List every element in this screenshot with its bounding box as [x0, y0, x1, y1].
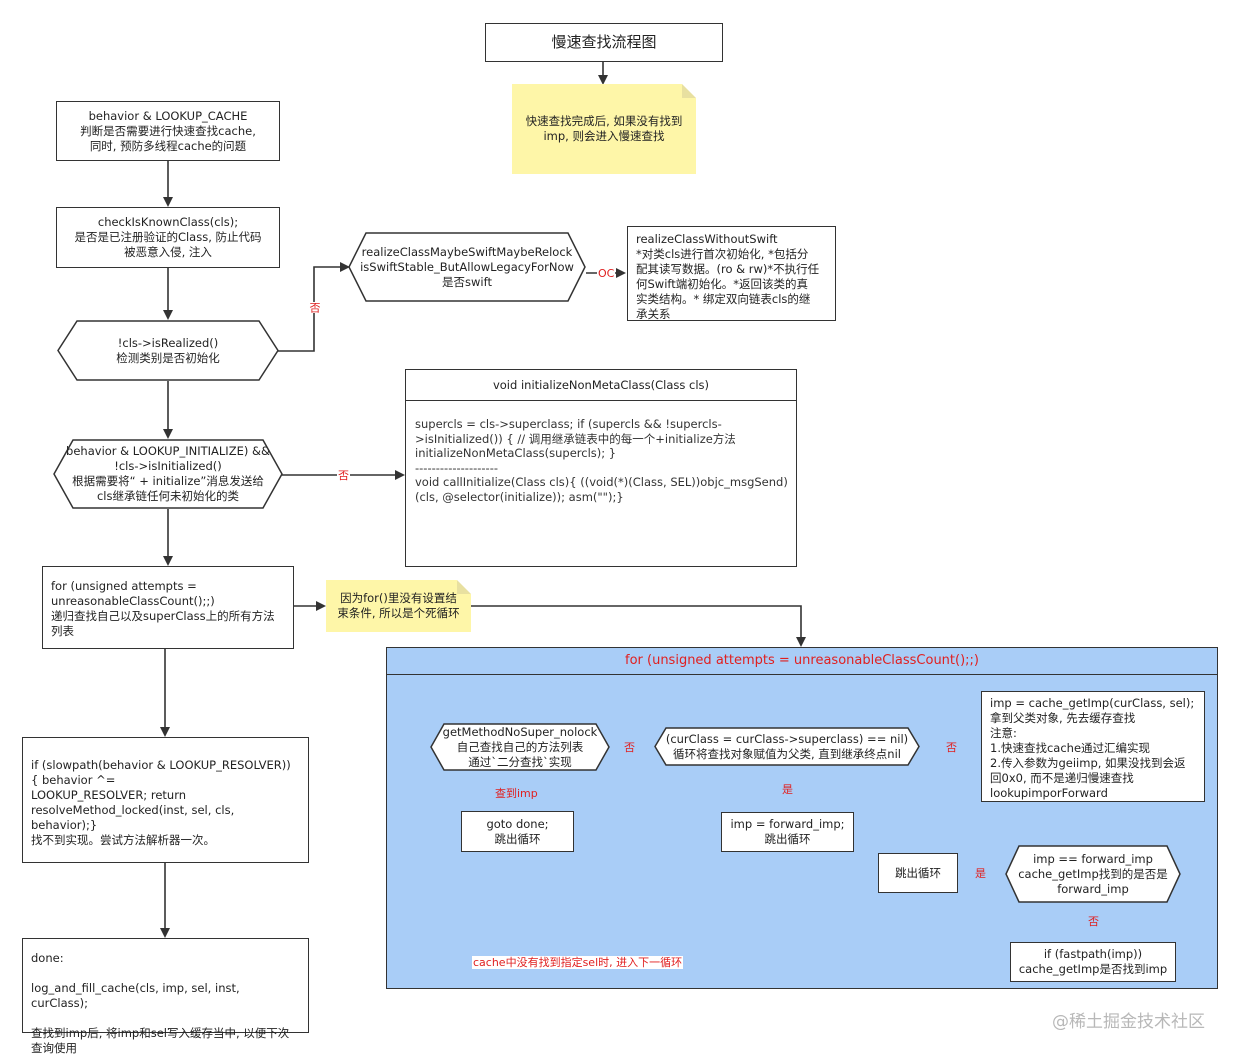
- box-goto-done-text: goto done; 跳出循环: [486, 816, 549, 846]
- hex-shape: [430, 723, 610, 771]
- box-goto-done: goto done; 跳出循环: [461, 811, 574, 852]
- box-check-known-text: checkIsKnownClass(cls); 是否是已注册验证的Class, …: [74, 215, 262, 259]
- label-found-imp: 查到imp: [494, 787, 539, 800]
- label-oc: OC: [597, 267, 616, 280]
- hex-superclass-text: (curClass = curClass->superclass) == nil…: [665, 731, 909, 761]
- loop-container-title: for (unsigned attempts = unreasonableCla…: [386, 647, 1218, 675]
- box-done-text: done: log_and_fill_cache(cls, imp, sel, …: [31, 951, 290, 1055]
- code-box-header: void initializeNonMetaClass(Class cls): [406, 370, 796, 401]
- box-check-known-class: checkIsKnownClass(cls); 是否是已注册验证的Class, …: [56, 207, 280, 268]
- box-realize-text: realizeClassWithoutSwift *对类cls进行首次初始化, …: [636, 232, 820, 321]
- box-done: done: log_and_fill_cache(cls, imp, sel, …: [22, 938, 309, 1055]
- box-break-loop-text: 跳出循环: [895, 865, 941, 880]
- hex-initialize: behavior & LOOKUP_INITIALIZE) && !cls->i…: [53, 439, 283, 509]
- hex-get-method: getMethodNoSuper_nolock 自己查找自己的方法列表 通过`二…: [430, 723, 610, 771]
- hex-superclass: (curClass = curClass->superclass) == nil…: [654, 727, 920, 766]
- hex-shape: [654, 727, 920, 766]
- box-resolver-text: if (slowpath(behavior & LOOKUP_RESOLVER)…: [31, 758, 291, 847]
- note-fold: [682, 84, 696, 98]
- hex-shape: [57, 320, 279, 381]
- label-yes-superclass: 是: [781, 783, 794, 796]
- flowchart-title-text: 慢速查找流程图: [551, 33, 657, 51]
- hex-forward-check-text: imp == forward_imp cache_getImp找到的是否是 fo…: [1018, 851, 1168, 896]
- flowchart-title: 慢速查找流程图: [485, 23, 723, 62]
- label-no-realized: 否: [307, 302, 322, 313]
- hex-shape: [348, 232, 586, 302]
- hex-forward-check: imp == forward_imp cache_getImp找到的是否是 fo…: [1005, 845, 1181, 903]
- label-no-initialized: 否: [337, 469, 350, 482]
- note-infinite-loop: 因为for()里没有设置结 束条件, 所以是个死循环: [326, 580, 471, 632]
- hex-shape: [53, 439, 283, 509]
- hex-swift-text: realizeClassMaybeSwiftMaybeRelock isSwif…: [360, 244, 574, 289]
- hex-shape: [1005, 845, 1181, 903]
- label-no-method: 否: [623, 741, 636, 754]
- box-for-loop: for (unsigned attempts = unreasonableCla…: [42, 566, 294, 649]
- box-cache-getimp: imp = cache_getImp(curClass, sel); 拿到父类对…: [981, 691, 1205, 802]
- label-next-loop: cache中没有找到指定sel时, 进入下一循环: [472, 956, 684, 969]
- box-fastpath-text: if (fastpath(imp)) cache_getImp是否找到imp: [1018, 947, 1168, 976]
- note-fold: [457, 580, 471, 594]
- note-top-text: 快速查找完成后, 如果没有找到 imp, 则会进入慢速查找: [525, 114, 683, 143]
- label-no-superclass: 否: [945, 741, 958, 754]
- code-box-initialize: void initializeNonMetaClass(Class cls) s…: [405, 369, 797, 567]
- hex-get-method-text: getMethodNoSuper_nolock 自己查找自己的方法列表 通过`二…: [442, 724, 598, 769]
- box-realize-without-swift: realizeClassWithoutSwift *对类cls进行首次初始化, …: [627, 226, 836, 321]
- box-for-loop-text: for (unsigned attempts = unreasonableCla…: [51, 579, 275, 638]
- label-no-forward: 否: [1087, 915, 1100, 928]
- note-loop-text: 因为for()里没有设置结 束条件, 所以是个死循环: [337, 591, 460, 620]
- hex-swift-check: realizeClassMaybeSwiftMaybeRelock isSwif…: [348, 232, 586, 302]
- box-fastpath: if (fastpath(imp)) cache_getImp是否找到imp: [1010, 942, 1176, 982]
- label-yes-forward: 是: [974, 867, 987, 880]
- hex-initialize-text: behavior & LOOKUP_INITIALIZE) && !cls->i…: [66, 444, 270, 503]
- note-top: 快速查找完成后, 如果没有找到 imp, 则会进入慢速查找: [512, 84, 696, 174]
- hex-is-realized-text: !cls->isRealized() 检测类别是否初始化: [116, 335, 220, 365]
- box-forward-imp-text: imp = forward_imp; 跳出循环: [730, 817, 845, 846]
- box-resolver: if (slowpath(behavior & LOOKUP_RESOLVER)…: [22, 737, 309, 863]
- watermark: @稀土掘金技术社区: [1052, 1012, 1205, 1032]
- box-lookup-cache: behavior & LOOKUP_CACHE 判断是否需要进行快速查找cach…: [56, 101, 280, 161]
- hex-is-realized: !cls->isRealized() 检测类别是否初始化: [57, 320, 279, 381]
- box-forward-imp: imp = forward_imp; 跳出循环: [721, 812, 854, 852]
- box-break-loop: 跳出循环: [878, 853, 958, 893]
- box-lookup-cache-text: behavior & LOOKUP_CACHE 判断是否需要进行快速查找cach…: [80, 108, 256, 153]
- box-cache-getimp-text: imp = cache_getImp(curClass, sel); 拿到父类对…: [990, 696, 1195, 800]
- code-box-body: supercls = cls->superclass; if (supercls…: [415, 417, 788, 504]
